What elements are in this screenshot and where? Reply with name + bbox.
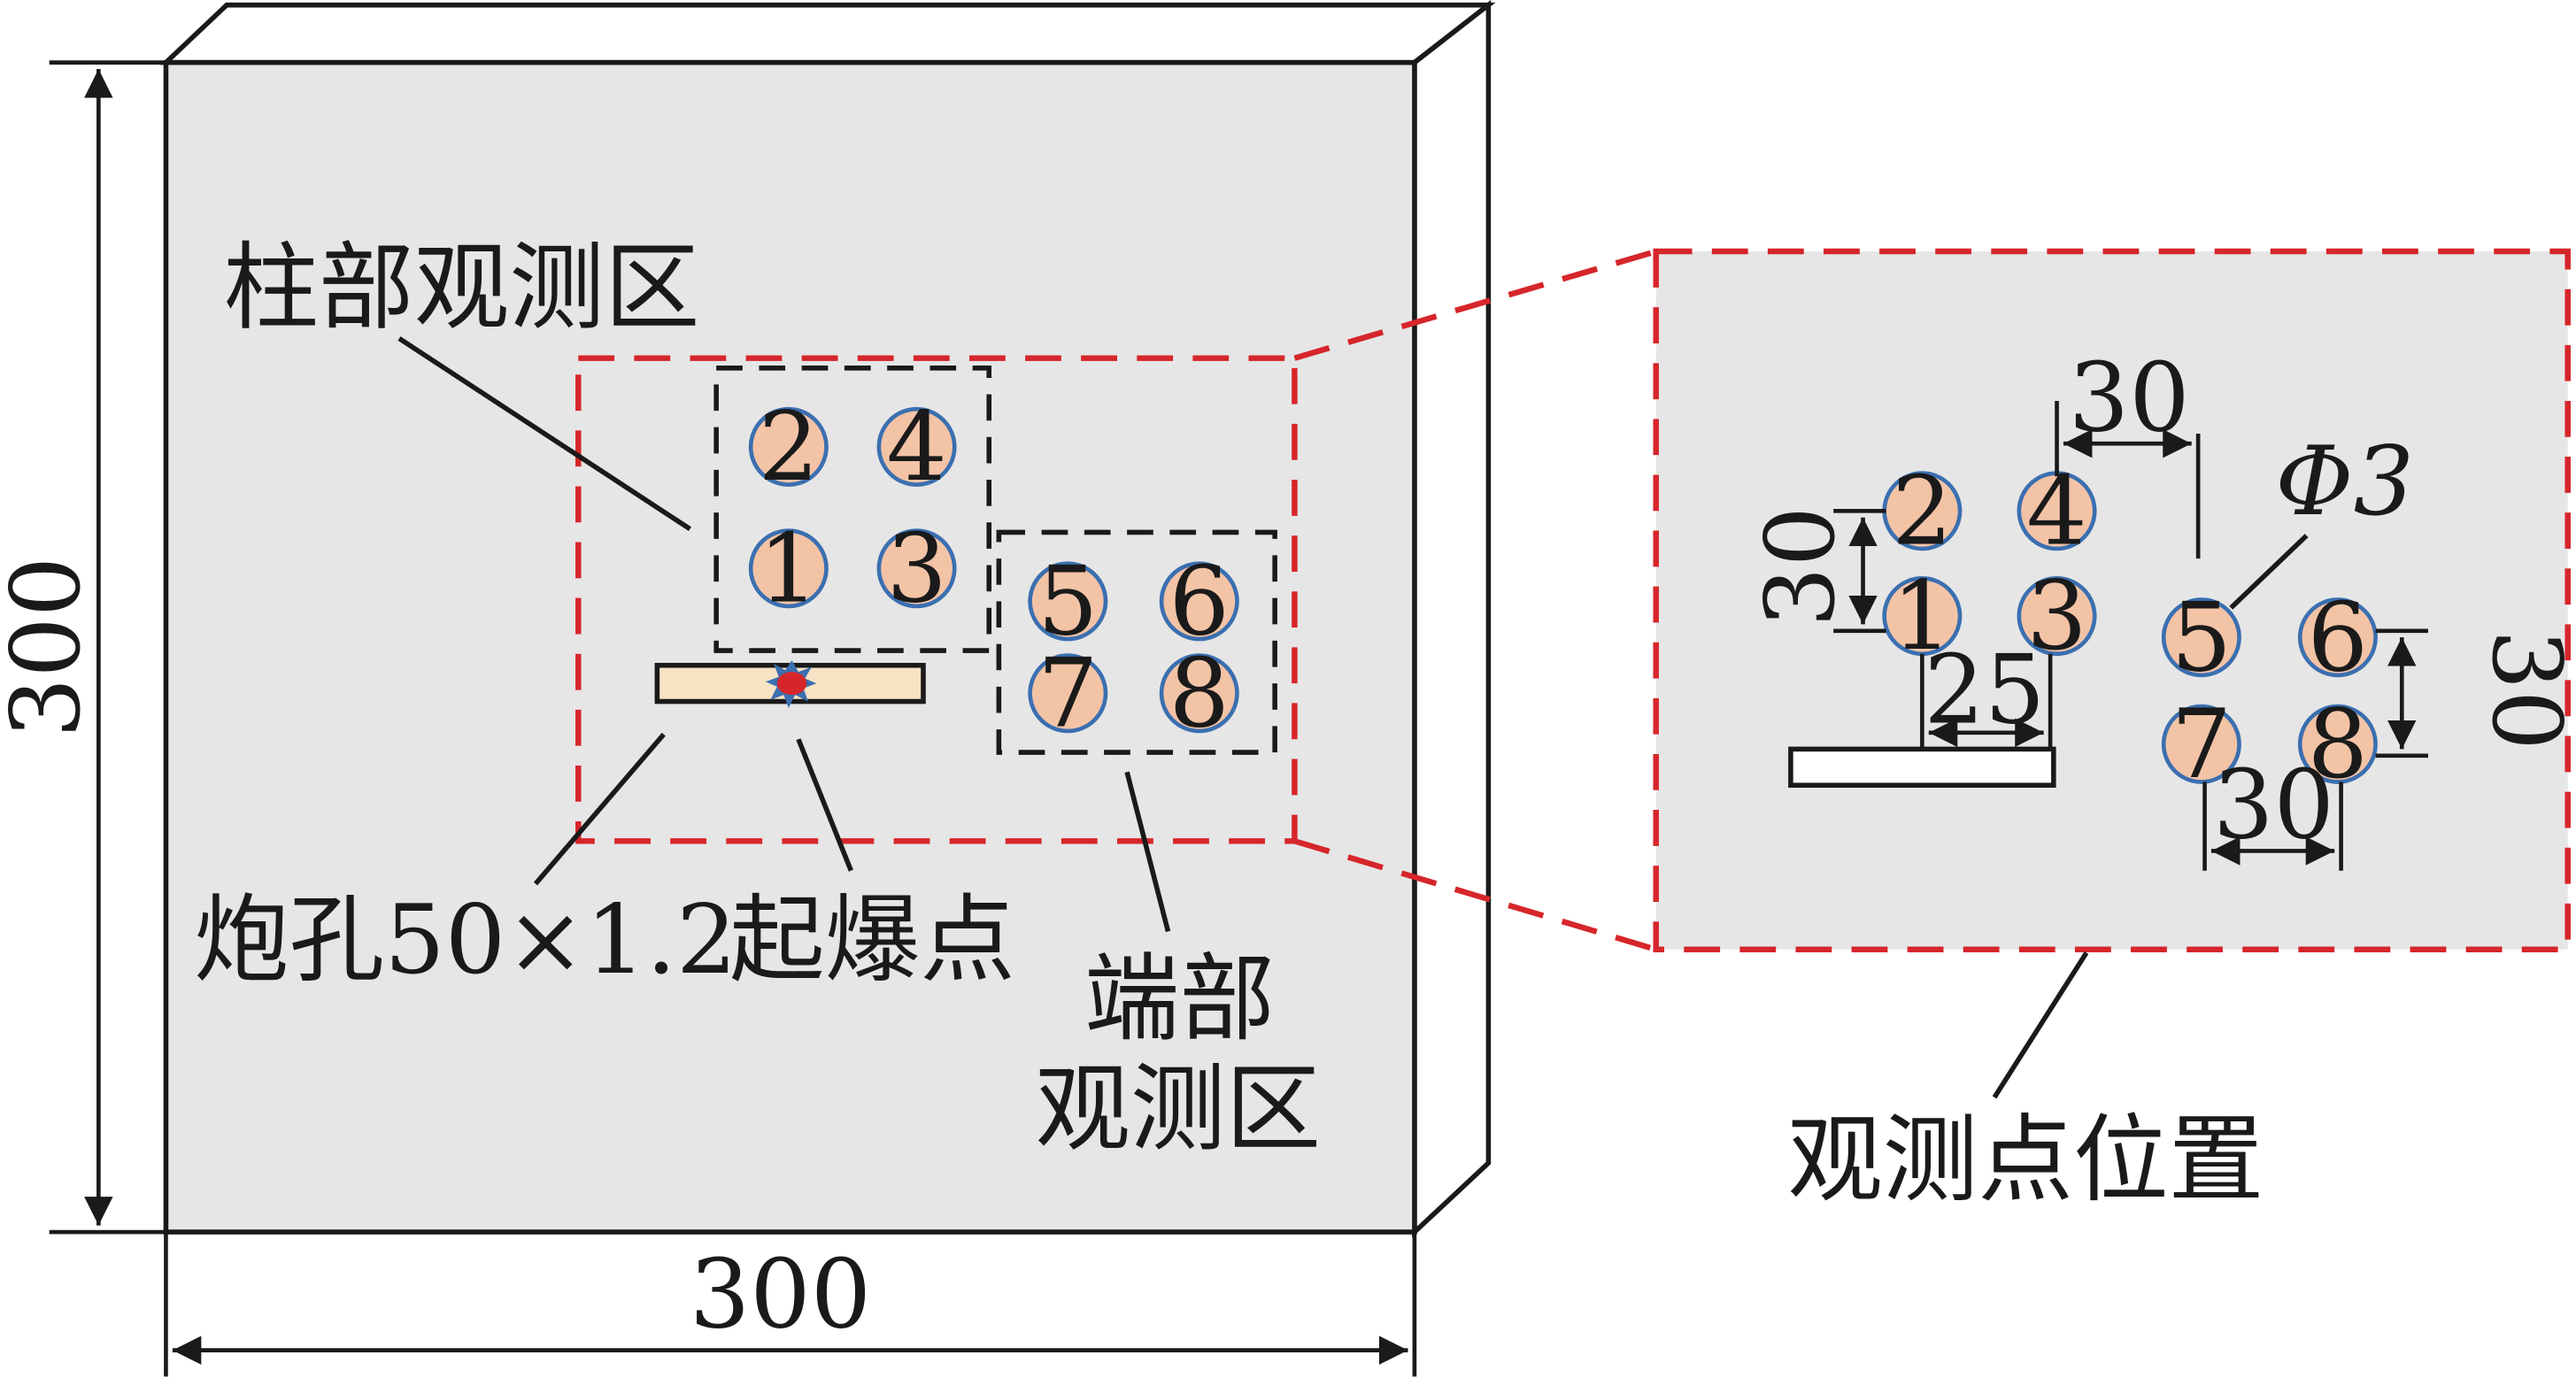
point-5-label: 5 <box>1037 546 1098 657</box>
end-zone-box <box>996 529 1277 755</box>
end-zone-leader <box>1124 771 1171 933</box>
zoom-point-7: 7 <box>2161 689 2241 800</box>
point-2: 2 <box>748 392 829 503</box>
zoom-borehole <box>1788 746 2056 788</box>
point-7: 7 <box>1028 638 1108 749</box>
height-dimension: 300 <box>0 60 166 1235</box>
zoom-point-2: 2 <box>1882 456 1963 566</box>
detonation-leader <box>796 738 853 872</box>
dim-spacing-left-label: 30 <box>1746 506 1856 628</box>
zoom-point-6-label: 6 <box>2308 582 2368 693</box>
dim-spacing-top-label: 30 <box>2069 343 2190 453</box>
point-6: 6 <box>1159 546 1239 657</box>
zoom-point-8-label: 8 <box>2308 689 2368 800</box>
point-8-label: 8 <box>1169 638 1230 749</box>
zoom-point-3: 3 <box>2017 561 2097 672</box>
zoom-panel <box>1655 251 2568 950</box>
borehole-label: 炮孔50×1.2 <box>194 885 737 996</box>
zoom-connector-top <box>1293 248 1657 361</box>
zoom-point-8: 8 <box>2297 689 2378 800</box>
plate-front-face <box>163 59 1417 1235</box>
zoom-point-2-label: 2 <box>1892 456 1952 566</box>
observation-positions-label: 观测点位置 <box>1787 1105 2264 1215</box>
zoom-point-6: 6 <box>2297 582 2378 693</box>
diameter-label: Φ3 <box>2275 427 2414 537</box>
zoom-point-1: 1 <box>1882 561 1963 672</box>
dim-spacing-bottom-label: 30 <box>2213 751 2334 861</box>
point-4-label: 4 <box>886 392 946 503</box>
plate-top-face <box>159 2 1496 65</box>
dim-spacing-left: 30 <box>1746 506 1886 634</box>
borehole-leader <box>533 732 666 886</box>
dim-offset-25-label: 25 <box>1924 635 2045 746</box>
width-dimension: 300 <box>164 1232 1417 1377</box>
point-8: 8 <box>1159 638 1239 749</box>
point-1: 1 <box>748 513 829 624</box>
point-1-label: 1 <box>759 513 819 624</box>
zoom-point-5-label: 5 <box>2171 582 2232 693</box>
zoom-point-4: 4 <box>2017 456 2097 566</box>
end-zone-label-line2: 观测区 <box>1035 1054 1321 1165</box>
zoom-connector-bottom <box>1293 838 1657 952</box>
point-3: 3 <box>876 513 957 624</box>
observation-positions-leader <box>1992 951 2089 1099</box>
column-zone-box <box>713 366 992 653</box>
column-zone-leader <box>397 336 691 532</box>
point-4: 4 <box>876 392 957 503</box>
point-3-label: 3 <box>886 513 946 624</box>
zoom-point-5: 5 <box>2161 582 2241 693</box>
zoom-point-7-label: 7 <box>2171 689 2232 800</box>
diameter-leader <box>2229 534 2309 610</box>
column-zone-label: 柱部观测区 <box>223 233 699 343</box>
point-2-label: 2 <box>759 392 819 503</box>
dim-spacing-bottom: 30 <box>2202 751 2343 871</box>
zoom-point-3-label: 3 <box>2026 561 2086 672</box>
dim-spacing-top: 30 <box>2055 343 2201 559</box>
point-7-label: 7 <box>1037 638 1098 749</box>
observation-region-outline <box>575 355 1298 844</box>
plate-width-label: 300 <box>690 1240 871 1351</box>
zoom-point-1-label: 1 <box>1892 561 1952 672</box>
point-6-label: 6 <box>1169 546 1230 657</box>
plate-side-face <box>1412 0 1492 1238</box>
starburst-icon <box>765 660 817 708</box>
dim-spacing-right-label: 30 <box>2471 629 2576 751</box>
zoom-panel-outline <box>1653 248 2571 953</box>
dim-spacing-right: 30 <box>2375 628 2576 758</box>
point-5: 5 <box>1028 546 1108 657</box>
plate-height-label: 300 <box>0 557 102 738</box>
dim-offset-25: 25 <box>1920 635 2053 750</box>
detonation-label: 起爆点 <box>729 885 1015 996</box>
end-zone-label-line1: 端部 <box>1084 944 1275 1055</box>
